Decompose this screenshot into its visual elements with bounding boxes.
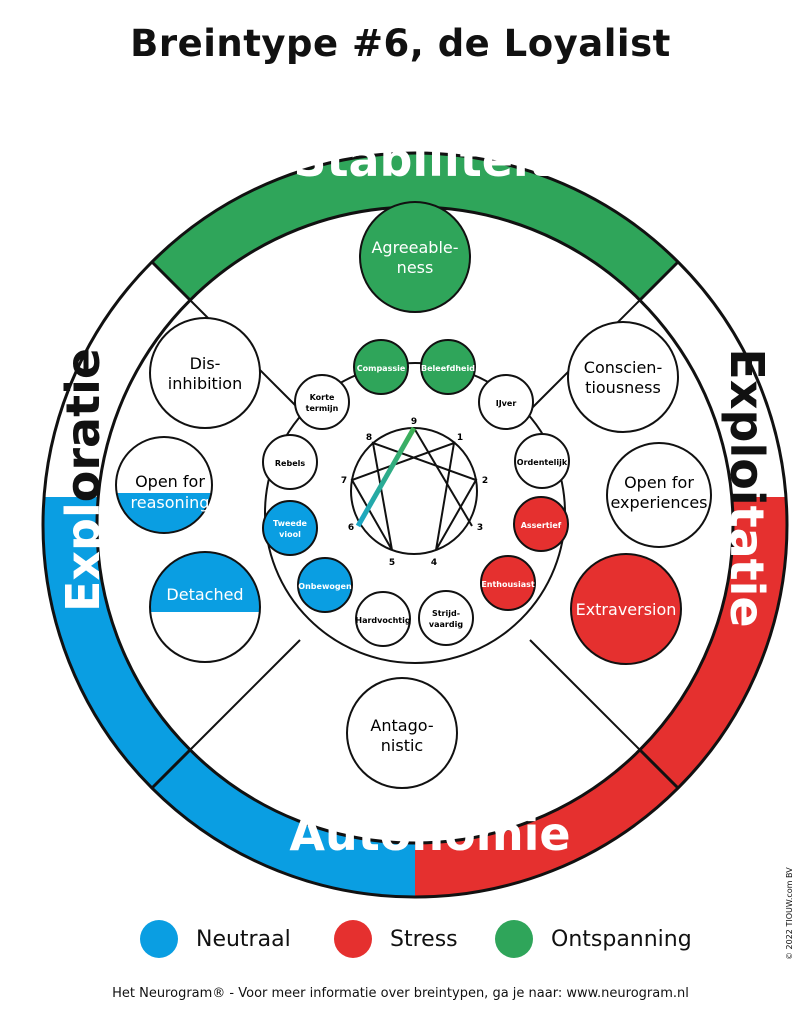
enneagram-number-9: 9	[411, 417, 417, 427]
legend-item-neutraal: Neutraal	[140, 920, 291, 958]
enneagram-number-1: 1	[457, 433, 463, 443]
segment-right-label: Exploitatie	[720, 348, 774, 627]
svg-text:Extraversion: Extraversion	[576, 600, 677, 619]
enneagram: 9 1 2 3 4 5 6 7 8	[341, 417, 488, 568]
trait-agreeableness: Agreeable- ness	[359, 201, 471, 313]
svg-text:Strijd-: Strijd-	[432, 609, 460, 618]
svg-text:Rebels: Rebels	[275, 459, 305, 468]
segment-bottom-part1: Auto	[289, 807, 411, 861]
svg-text:Onbewogen: Onbewogen	[298, 582, 352, 591]
legend-label-stress: Stress	[390, 926, 458, 952]
svg-text:Detached: Detached	[166, 585, 243, 604]
enneagram-number-3: 3	[477, 523, 483, 533]
legend-label-neutraal: Neutraal	[196, 926, 291, 952]
svg-text:Dis-: Dis-	[190, 354, 221, 373]
segment-left-part2: oratie	[56, 348, 110, 502]
svg-text:vaardig: vaardig	[429, 620, 463, 629]
footer-text: Het Neurogram® - Voor meer informatie ov…	[112, 986, 689, 1001]
svg-text:termijn: termijn	[306, 404, 339, 413]
svg-text:ness: ness	[397, 258, 434, 277]
ring-korte-termijn: Korte termijn	[294, 374, 350, 430]
ring-ijver: IJver	[478, 374, 534, 430]
enneagram-number-6: 6	[348, 523, 354, 533]
trait-open-experiences: Open for experiences	[606, 442, 712, 548]
svg-text:Compassie: Compassie	[357, 364, 406, 373]
ring-onbewogen: Onbewogen	[297, 557, 353, 613]
trait-open-reasoning: Open for reasoning	[115, 436, 213, 534]
trait-conscientiousness: Conscien- tiousness	[567, 321, 679, 433]
ring-assertief: Assertief	[513, 496, 569, 552]
enneagram-number-2: 2	[482, 476, 488, 486]
legend: Neutraal Stress Ontspanning	[0, 920, 801, 960]
ring-rebels: Rebels	[262, 434, 318, 490]
svg-text:Open for: Open for	[624, 473, 694, 492]
svg-text:Hardvochtig: Hardvochtig	[355, 616, 410, 625]
ontspanning-dot-icon	[495, 920, 533, 958]
segment-bottom-part2: nomie	[411, 807, 570, 861]
trait-disinhibition: Dis- inhibition	[149, 317, 261, 429]
svg-text:nistic: nistic	[381, 736, 423, 755]
enneagram-number-5: 5	[389, 558, 395, 568]
legend-item-ontspanning: Ontspanning	[495, 920, 692, 958]
svg-text:Agreeable-: Agreeable-	[371, 238, 458, 257]
enneagram-number-8: 8	[366, 433, 372, 443]
trait-detached: Detached	[149, 551, 261, 663]
ring-compassie: Compassie	[353, 339, 409, 395]
ring-tweede-viool: Tweede viool	[262, 500, 318, 556]
svg-text:Ordentelijk: Ordentelijk	[517, 458, 568, 467]
segment-right-part2: tatie	[720, 506, 774, 628]
ring-hardvochtig: Hardvochtig	[355, 591, 411, 647]
neutraal-dot-icon	[140, 920, 178, 958]
copyright-text: © 2022 TIOUW.com BV	[785, 867, 794, 960]
svg-text:inhibition: inhibition	[168, 374, 242, 393]
svg-text:Open for: Open for	[135, 472, 205, 491]
svg-text:Beleefdheid: Beleefdheid	[421, 364, 475, 373]
svg-text:Exploitatie: Exploitatie	[720, 348, 774, 627]
stress-dot-icon	[334, 920, 372, 958]
segment-left-label: Exploratie	[56, 348, 110, 612]
svg-text:Antago-: Antago-	[370, 716, 433, 735]
svg-text:Assertief: Assertief	[521, 521, 562, 530]
svg-text:tiousness: tiousness	[585, 378, 661, 397]
svg-text:reasoning: reasoning	[131, 493, 210, 512]
ring-strijdvaardig: Strijd- vaardig	[418, 590, 474, 646]
enneagram-hexad	[350, 441, 478, 551]
segment-right-part1: Exploi	[720, 348, 774, 505]
enneagram-number-7: 7	[341, 476, 347, 486]
svg-text:Enthousiast: Enthousiast	[481, 580, 535, 589]
segment-left-part1: Expl	[56, 502, 110, 612]
enneagram-number-4: 4	[431, 558, 437, 568]
svg-text:IJver: IJver	[496, 399, 517, 408]
ring-enthousiast: Enthousiast	[480, 555, 536, 611]
svg-text:Korte: Korte	[310, 393, 335, 402]
svg-text:experiences: experiences	[610, 493, 707, 512]
svg-text:viool: viool	[279, 530, 301, 539]
segment-top-label: Stabiliteit	[293, 133, 550, 187]
svg-text:Exploratie: Exploratie	[56, 348, 110, 612]
segment-bottom-label: Autonomie	[289, 807, 570, 861]
legend-label-ontspanning: Ontspanning	[551, 926, 692, 952]
svg-text:Tweede: Tweede	[273, 519, 308, 528]
trait-antagonistic: Antago- nistic	[346, 677, 458, 789]
trait-extraversion: Extraversion	[570, 553, 682, 665]
page-title: Breintype #6, de Loyalist	[130, 22, 671, 65]
legend-item-stress: Stress	[334, 920, 458, 958]
ring-beleefdheid: Beleefdheid	[420, 339, 476, 395]
ring-ordentelijk: Ordentelijk	[514, 433, 570, 489]
svg-text:Conscien-: Conscien-	[584, 358, 662, 377]
